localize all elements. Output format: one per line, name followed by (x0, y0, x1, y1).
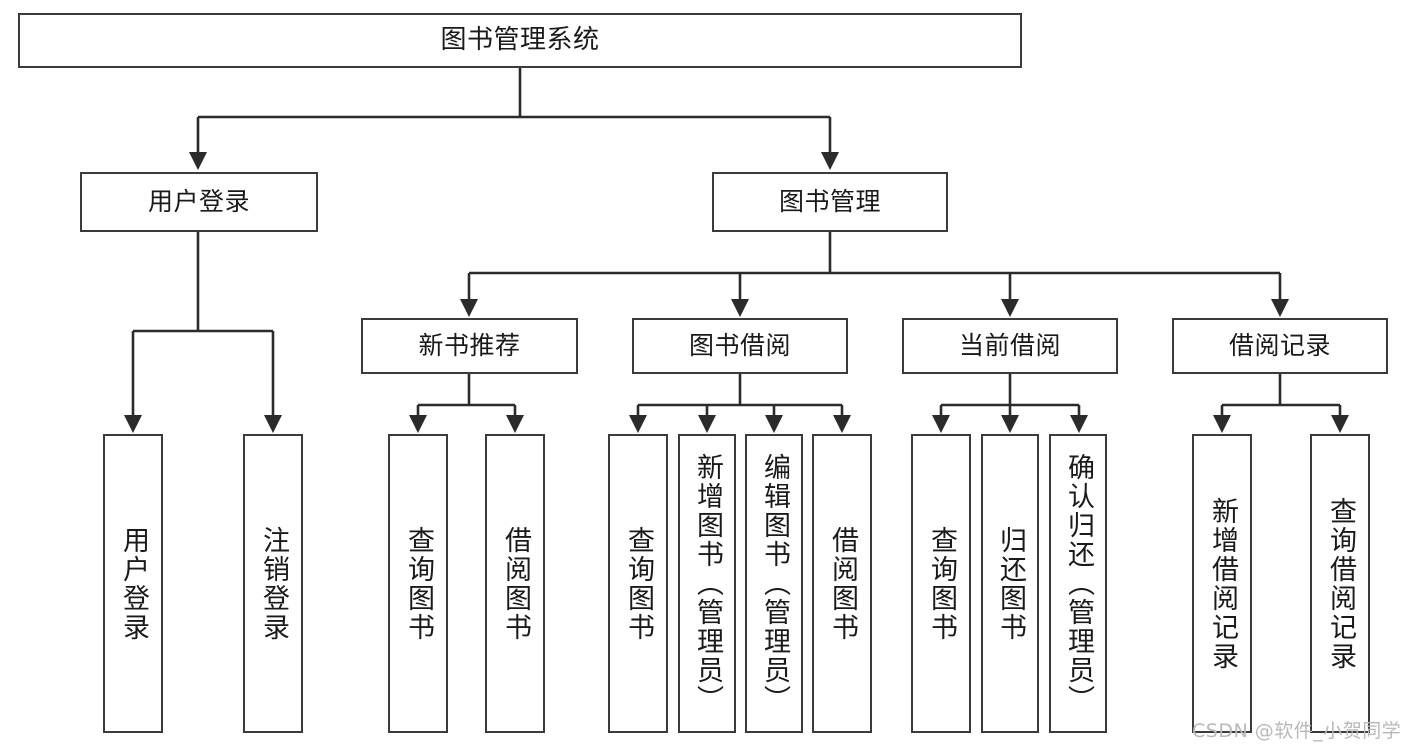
node-book-management-label: 图书管理 (778, 187, 881, 217)
leaf-book-borrow-query-label: 查询图书 (623, 525, 654, 642)
leaf-user-login-logout-label: 注销登录 (258, 525, 289, 642)
leaf-user-login-logout[interactable]: 注销登录 (243, 434, 303, 733)
leaf-new-book-borrow-label: 借阅图书 (500, 525, 531, 642)
node-book-borrow-label: 图书借阅 (688, 331, 791, 361)
leaf-new-book-query[interactable]: 查询图书 (388, 434, 448, 733)
leaf-current-borrow-confirm-return-label: 确认归还（管理员） (1063, 453, 1094, 714)
leaf-book-borrow-add[interactable]: 新增图书（管理员） (678, 434, 736, 733)
leaf-new-book-borrow[interactable]: 借阅图书 (485, 434, 545, 733)
leaf-current-borrow-confirm-return[interactable]: 确认归还（管理员） (1049, 434, 1107, 733)
leaf-book-borrow-add-label: 新增图书（管理员） (692, 453, 723, 714)
node-user-login[interactable]: 用户登录 (80, 172, 318, 232)
node-book-management[interactable]: 图书管理 (712, 172, 948, 232)
node-new-book-recommend-label: 新书推荐 (418, 331, 521, 361)
node-book-borrow[interactable]: 图书借阅 (632, 318, 848, 374)
leaf-book-borrow-edit[interactable]: 编辑图书（管理员） (745, 434, 803, 733)
leaf-user-login-login[interactable]: 用户登录 (103, 434, 163, 733)
leaf-borrow-records-query-label: 查询借阅记录 (1325, 496, 1356, 671)
leaf-book-borrow-edit-label: 编辑图书（管理员） (759, 453, 790, 714)
leaf-current-borrow-return[interactable]: 归还图书 (981, 434, 1039, 733)
leaf-current-borrow-return-label: 归还图书 (995, 525, 1026, 642)
leaf-new-book-query-label: 查询图书 (403, 525, 434, 642)
node-borrow-records[interactable]: 借阅记录 (1172, 318, 1388, 374)
leaf-borrow-records-add-label: 新增借阅记录 (1207, 496, 1238, 671)
leaf-borrow-records-query[interactable]: 查询借阅记录 (1310, 434, 1370, 733)
leaf-book-borrow-borrow-label: 借阅图书 (827, 525, 858, 642)
leaf-book-borrow-borrow[interactable]: 借阅图书 (812, 434, 872, 733)
node-root-system-label: 图书管理系统 (440, 25, 600, 56)
node-new-book-recommend[interactable]: 新书推荐 (361, 318, 578, 374)
leaf-borrow-records-add[interactable]: 新增借阅记录 (1192, 434, 1252, 733)
leaf-current-borrow-query-label: 查询图书 (926, 525, 957, 642)
node-current-borrow-label: 当前借阅 (958, 331, 1061, 361)
leaf-book-borrow-query[interactable]: 查询图书 (608, 434, 668, 733)
leaf-current-borrow-query[interactable]: 查询图书 (911, 434, 971, 733)
node-current-borrow[interactable]: 当前借阅 (902, 318, 1118, 374)
node-user-login-label: 用户登录 (147, 187, 250, 217)
leaf-user-login-login-label: 用户登录 (118, 525, 149, 642)
node-borrow-records-label: 借阅记录 (1228, 331, 1331, 361)
node-root-system[interactable]: 图书管理系统 (18, 13, 1022, 68)
